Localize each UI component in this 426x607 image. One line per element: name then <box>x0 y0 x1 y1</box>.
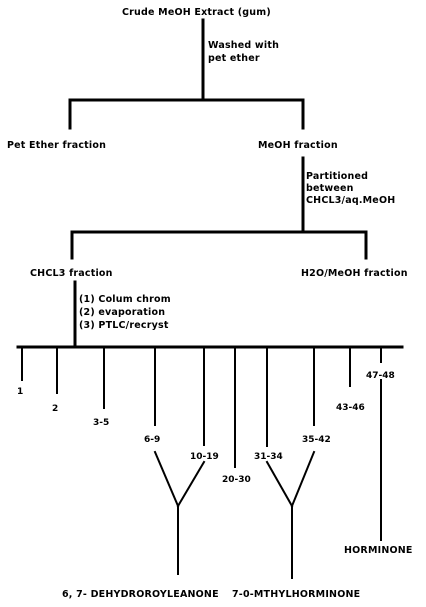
partition-note-line1: Partitioned <box>306 171 368 182</box>
node-meoh-fraction: MeOH fraction <box>258 140 338 151</box>
product-dehydroroyleanone: 6, 7- DEHYDROROYLEANONE <box>62 589 219 600</box>
fraction-label: 20-30 <box>222 475 251 485</box>
wash-note-line2: pet ether <box>208 53 260 64</box>
fraction-label: 3-5 <box>93 418 109 428</box>
step-1: (1) Colum chrom <box>79 294 171 305</box>
node-h2o-meoh-fraction: H2O/MeOH fraction <box>301 268 408 279</box>
fraction-label: 31-34 <box>254 452 283 462</box>
fraction-label: 10-19 <box>190 452 219 462</box>
fraction-label: 2 <box>52 404 58 414</box>
partition-note-line3: CHCL3/aq.MeOH <box>306 195 395 206</box>
connector-lines <box>16 18 404 579</box>
partition-note-line2: between <box>306 183 354 194</box>
step-2: (2) evaporation <box>79 307 165 318</box>
fraction-label: 35-42 <box>302 435 331 445</box>
step-3: (3) PTLC/recryst <box>79 320 169 331</box>
product-horminone: HORMINONE <box>344 545 413 556</box>
fraction-label: 1 <box>17 387 23 397</box>
node-pet-ether-fraction: Pet Ether fraction <box>7 140 106 151</box>
wash-note-line1: Washed with <box>208 40 279 51</box>
product-methylhorminone: 7-0-MTHYLHORMINONE <box>232 589 360 600</box>
fraction-label: 47-48 <box>366 371 395 381</box>
fraction-label: 6-9 <box>144 435 160 445</box>
node-crude-extract: Crude MeOH Extract (gum) <box>122 7 271 18</box>
fraction-label: 43-46 <box>336 403 365 413</box>
node-chcl3-fraction: CHCL3 fraction <box>30 268 113 279</box>
